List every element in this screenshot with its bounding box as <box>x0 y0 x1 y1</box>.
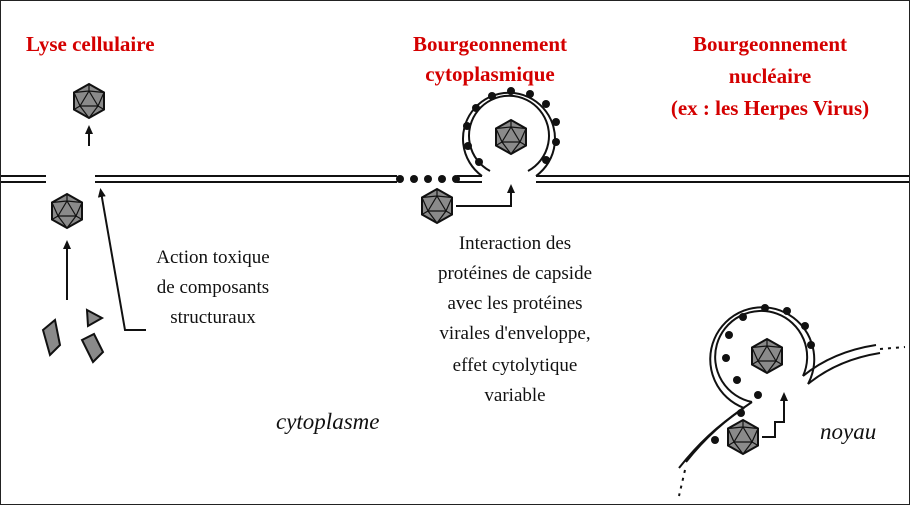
nuclear-bud-dots <box>711 304 815 444</box>
membrane-protein-dots <box>396 175 460 183</box>
title-nuclear-budding-line3: (ex : les Herpes Virus) <box>670 96 870 120</box>
caption-interaction-line1: Interaction des <box>458 233 572 254</box>
capsid-assembled <box>51 193 83 229</box>
title-nuclear-budding-line1: Bourgeonnement <box>693 32 847 56</box>
label-cytoplasm: cytoplasme <box>276 409 380 434</box>
arrow-toxic-action <box>97 188 146 331</box>
plasma-membrane <box>0 175 910 183</box>
title-nuclear-budding-line2: nucléaire <box>728 64 812 88</box>
capsid-budding-nuclear <box>751 338 783 374</box>
caption-interaction-line3: avec les protéines <box>447 293 583 314</box>
caption-toxic-line1: Action toxique <box>156 247 270 268</box>
caption-interaction-line2: protéines de capside <box>437 263 593 284</box>
caption-toxic-line2: de composants <box>156 277 270 298</box>
title-cell-lysis: Lyse cellulaire <box>26 32 155 56</box>
caption-interaction-line5: effet cytolytique <box>452 355 578 376</box>
capsid-nucleus <box>727 419 759 455</box>
capsid-released <box>73 83 105 119</box>
title-cytoplasmic-budding-line2: cytoplasmique <box>425 62 555 86</box>
capsid-fragments <box>41 308 105 364</box>
cytoplasmic-bud-dots <box>463 87 560 166</box>
caption-interaction-line6: variable <box>484 385 546 406</box>
capsid-budding-cytoplasmic <box>495 119 527 155</box>
arrow-capsid-to-nuclear-bud <box>762 392 788 438</box>
caption-toxic-line3: structuraux <box>170 307 256 328</box>
label-nucleus: noyau <box>820 419 877 444</box>
capsid-cytoplasm <box>421 188 453 224</box>
caption-interaction-line4: virales d'enveloppe, <box>439 323 591 344</box>
arrow-capsid-to-bud <box>456 184 515 207</box>
title-cytoplasmic-budding-line1: Bourgeonnement <box>413 32 567 56</box>
